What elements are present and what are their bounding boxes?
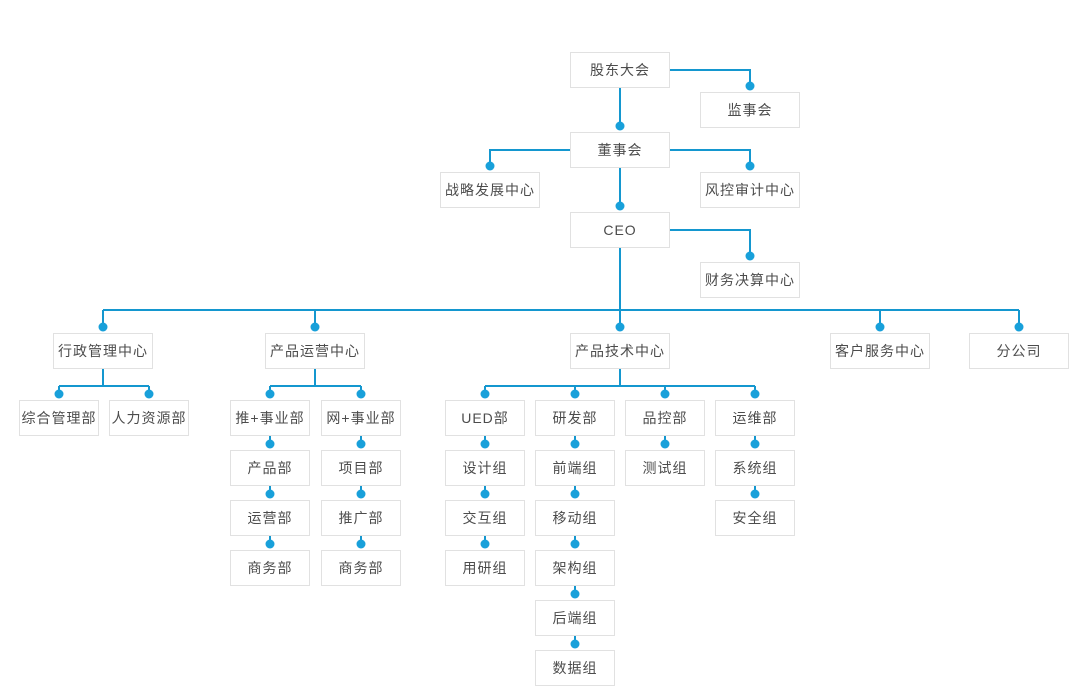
node-operations-dept: 运营部 bbox=[230, 500, 310, 536]
node-product-dept: 产品部 bbox=[230, 450, 310, 486]
node-shareholders-meeting: 股东大会 bbox=[570, 52, 670, 88]
node-qc-dept: 品控部 bbox=[625, 400, 705, 436]
node-system-group: 系统组 bbox=[715, 450, 795, 486]
node-interaction-group: 交互组 bbox=[445, 500, 525, 536]
node-business-dept-tui: 商务部 bbox=[230, 550, 310, 586]
node-testing-group: 测试组 bbox=[625, 450, 705, 486]
node-finance-center: 财务决算中心 bbox=[700, 262, 800, 298]
node-risk-audit-center: 风控审计中心 bbox=[700, 172, 800, 208]
node-branch-company: 分公司 bbox=[969, 333, 1069, 369]
node-ceo: CEO bbox=[570, 212, 670, 248]
node-tech-center: 产品技术中心 bbox=[570, 333, 670, 369]
node-data-group: 数据组 bbox=[535, 650, 615, 686]
node-ued-dept: UED部 bbox=[445, 400, 525, 436]
node-om-dept: 运维部 bbox=[715, 400, 795, 436]
node-frontend-group: 前端组 bbox=[535, 450, 615, 486]
node-ops-center: 产品运营中心 bbox=[265, 333, 365, 369]
node-general-admin-dept: 综合管理部 bbox=[19, 400, 99, 436]
node-architecture-group: 架构组 bbox=[535, 550, 615, 586]
node-research-group: 用研组 bbox=[445, 550, 525, 586]
node-tui-division: 推+事业部 bbox=[230, 400, 310, 436]
node-wang-division: 网+事业部 bbox=[321, 400, 401, 436]
node-admin-center: 行政管理中心 bbox=[53, 333, 153, 369]
node-design-group: 设计组 bbox=[445, 450, 525, 486]
node-mobile-group: 移动组 bbox=[535, 500, 615, 536]
node-promotion-dept: 推广部 bbox=[321, 500, 401, 536]
node-rnd-dept: 研发部 bbox=[535, 400, 615, 436]
node-board-of-directors: 董事会 bbox=[570, 132, 670, 168]
node-project-dept: 项目部 bbox=[321, 450, 401, 486]
node-security-group: 安全组 bbox=[715, 500, 795, 536]
node-strategy-center: 战略发展中心 bbox=[440, 172, 540, 208]
node-supervisory-board: 监事会 bbox=[700, 92, 800, 128]
node-business-dept-wang: 商务部 bbox=[321, 550, 401, 586]
node-backend-group: 后端组 bbox=[535, 600, 615, 636]
node-hr-dept: 人力资源部 bbox=[109, 400, 189, 436]
node-service-center: 客户服务中心 bbox=[830, 333, 930, 369]
